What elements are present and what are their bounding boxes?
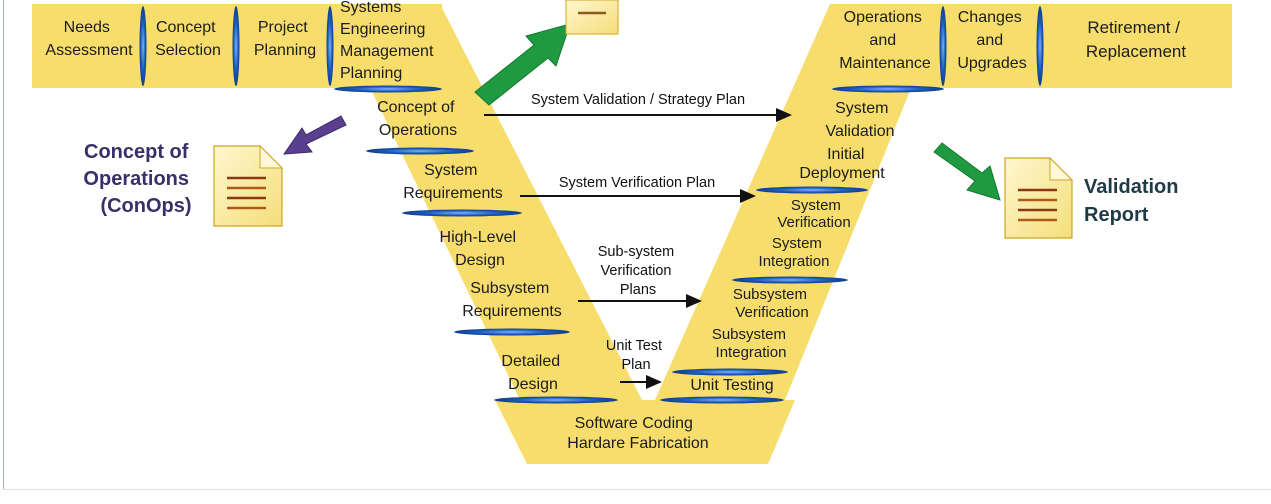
right-leg	[655, 4, 945, 400]
software-hardware-label: Software Coding Hardare Fabrication	[567, 415, 708, 452]
verification-plan-label: System Verification Plan	[559, 175, 715, 191]
bottom-tip	[495, 400, 795, 464]
separator-right-2	[1036, 6, 1044, 86]
concept-selection-label: Concept Selection	[155, 19, 221, 59]
subsystem-verification-label: Subsystem Verification	[733, 286, 811, 321]
subsystem-plan-arrowhead	[686, 294, 702, 308]
detailed-design-label: Detailed Design	[501, 353, 564, 393]
validation-plan-arrowhead	[776, 108, 792, 122]
concept-of-operations-label: Concept of Operations	[377, 99, 459, 139]
se-management-planning-label: Systems Engineering Management Planning	[340, 0, 438, 82]
separator-leg-left-2	[366, 147, 474, 155]
changes-upgrades-label: Changes and Upgrades	[957, 9, 1026, 72]
green-arrow-top	[474, 23, 571, 106]
system-verification-label: System Verification	[777, 197, 850, 231]
retirement-replacement-label: Retirement / Replacement	[1086, 18, 1186, 61]
separator-left-3	[326, 6, 334, 86]
subsystem-requirements-label: Subsystem Requirements	[462, 280, 562, 320]
separator-leg-right-2	[756, 186, 868, 194]
conops-document-label: Concept of Operations (ConOps)	[83, 141, 194, 217]
green-arrow-right	[933, 142, 1001, 201]
separator-leg-left-4	[454, 328, 570, 336]
frame-bottom-border	[3, 489, 1271, 490]
validation-report-document-icon	[1004, 156, 1074, 239]
separators	[139, 6, 1044, 404]
initial-deployment-label: Initial Deployment	[799, 146, 885, 182]
separator-leg-left-5	[494, 396, 618, 404]
unit-test-plan-arrowhead	[646, 375, 662, 389]
unit-test-plan-label: Unit Test Plan	[606, 338, 666, 373]
separator-left-2	[232, 6, 240, 86]
verification-plan-arrowhead	[740, 189, 756, 203]
subsystem-integration-label: Subsystem Integration	[712, 326, 790, 361]
separator-leg-left-3	[402, 209, 522, 217]
separator-leg-left-1	[334, 85, 442, 93]
unit-testing-label: Unit Testing	[690, 377, 773, 394]
separator-right-1	[939, 6, 947, 86]
separator-leg-right-5	[660, 396, 784, 404]
plan-arrows	[484, 108, 792, 389]
validation-report-label: Validation Report	[1084, 176, 1184, 226]
v-shape	[32, 4, 1232, 464]
subsystem-plan-label: Sub-system Verification Plans	[598, 244, 679, 298]
top-band-right	[830, 4, 1232, 88]
frame-left-border	[3, 0, 4, 490]
purple-arrow	[282, 115, 347, 155]
system-integration-label: System Integration	[759, 235, 830, 270]
top-document-icon	[565, 0, 619, 35]
system-validation-label: System Validation	[825, 100, 894, 140]
separator-leg-right-1	[832, 85, 944, 93]
separator-left-1	[139, 6, 147, 86]
needs-assessment-label: Needs Assessment	[45, 19, 133, 59]
separator-leg-right-4	[672, 368, 788, 376]
left-leg	[330, 4, 642, 400]
separator-leg-right-3	[732, 276, 848, 284]
validation-plan-label: System Validation / Strategy Plan	[531, 92, 745, 108]
high-level-design-label: High-Level Design	[440, 229, 521, 269]
conops-document-icon	[213, 144, 284, 227]
project-planning-label: Project Planning	[254, 19, 316, 59]
operations-maintenance-label: Operations and Maintenance	[839, 9, 931, 72]
system-requirements-label: System Requirements	[403, 162, 503, 202]
